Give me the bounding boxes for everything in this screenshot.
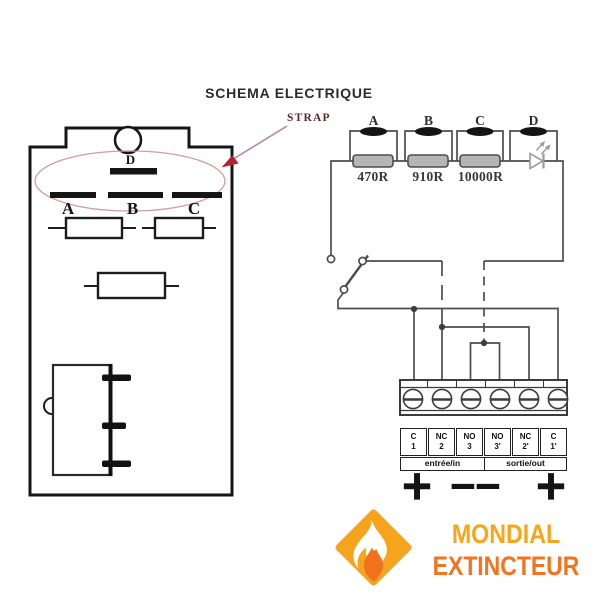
- terminal-cell-3: NO 3: [456, 427, 483, 456]
- terminal-number: 1': [550, 442, 557, 451]
- branch-label-a: A: [368, 113, 379, 128]
- screw-terminals: [402, 388, 569, 410]
- board-strap-label-b: B: [126, 199, 139, 218]
- logo-brand-line1: MONDIAL: [451, 519, 561, 549]
- board-strap-label-d: D: [125, 152, 136, 167]
- terminal-cell-4: NO 3': [484, 427, 511, 456]
- strap-highlight-ellipse: [34, 150, 226, 212]
- terminal-number: 2': [522, 442, 529, 451]
- terminal-type: NC: [435, 431, 448, 441]
- terminal-number: 3': [494, 442, 501, 451]
- resistor-value-a: 470R: [357, 169, 389, 184]
- microswitch: [43, 363, 131, 477]
- microswitch-body: [51, 363, 113, 477]
- device-hole: [113, 125, 143, 155]
- polarity-plus-in: +: [400, 462, 435, 509]
- switch-contact-pivot: [339, 285, 349, 294]
- board-strap-label-a: A: [61, 199, 75, 218]
- terminal-number: 2: [439, 442, 444, 451]
- terminal-type: C: [550, 431, 557, 441]
- switch-contact-nc: [358, 256, 367, 266]
- terminal-cell-2: NC 2: [428, 427, 455, 456]
- strap-bar-b: [108, 192, 163, 198]
- strap-callout-label: STRAP: [287, 112, 331, 124]
- branch-contact-caps: [360, 127, 547, 136]
- circuit-resistors: [352, 154, 501, 168]
- strap-bars: [50, 168, 222, 198]
- junction-dots: [410, 305, 488, 347]
- terminal-cell-5: NC 2': [512, 427, 539, 456]
- arrowhead: [221, 155, 239, 168]
- terminal-cell-1: C 1: [400, 427, 427, 456]
- board-strap-label-c: C: [187, 199, 201, 218]
- logo-flame: [335, 509, 412, 586]
- strap-bar-d: [110, 168, 157, 175]
- polarity-minus-out: −: [473, 465, 503, 506]
- device-outline: [28, 126, 234, 497]
- terminal-group-out: sortie/out: [484, 456, 567, 471]
- led-triangle: [529, 152, 545, 170]
- board-resistor-leads: [48, 227, 216, 287]
- terminal-cell-6: C 1': [540, 427, 567, 456]
- branch-label-c: C: [475, 113, 485, 128]
- terminal-type: NC: [519, 431, 532, 441]
- bus-line: [330, 160, 564, 262]
- strap-bar-c: [172, 192, 222, 198]
- resistor-value-c: 10000R: [457, 169, 504, 184]
- terminal-block: [399, 379, 569, 416]
- terminal-number: 3: [467, 442, 472, 451]
- switch-contact-fixed: [326, 254, 336, 264]
- branch-label-b: B: [423, 113, 433, 128]
- board-resistors: [64, 216, 205, 300]
- strap-bar-a: [50, 192, 96, 198]
- resistor-value-b: 910R: [412, 169, 444, 184]
- led-emission-arrows: [535, 141, 551, 155]
- strap-callout-arrow: [221, 125, 288, 168]
- branch-label-d: D: [528, 113, 539, 128]
- terminal-type: C: [410, 431, 417, 441]
- polarity-minus-in: −: [448, 465, 478, 506]
- device-board: [28, 125, 234, 497]
- terminal-type: NO: [491, 431, 504, 441]
- mode-switch: [326, 254, 369, 294]
- terminal-number: 1: [411, 442, 416, 451]
- logo-brand-line2: EXTINCTEUR: [432, 551, 580, 581]
- page-title: SCHEMA ELECTRIQUE: [205, 85, 373, 101]
- terminal-type: NO: [463, 431, 476, 441]
- logo-flame-orange: [363, 547, 384, 582]
- led-symbol: [529, 141, 551, 170]
- microswitch-pins: [102, 374, 131, 467]
- polarity-plus-out: +: [534, 462, 569, 509]
